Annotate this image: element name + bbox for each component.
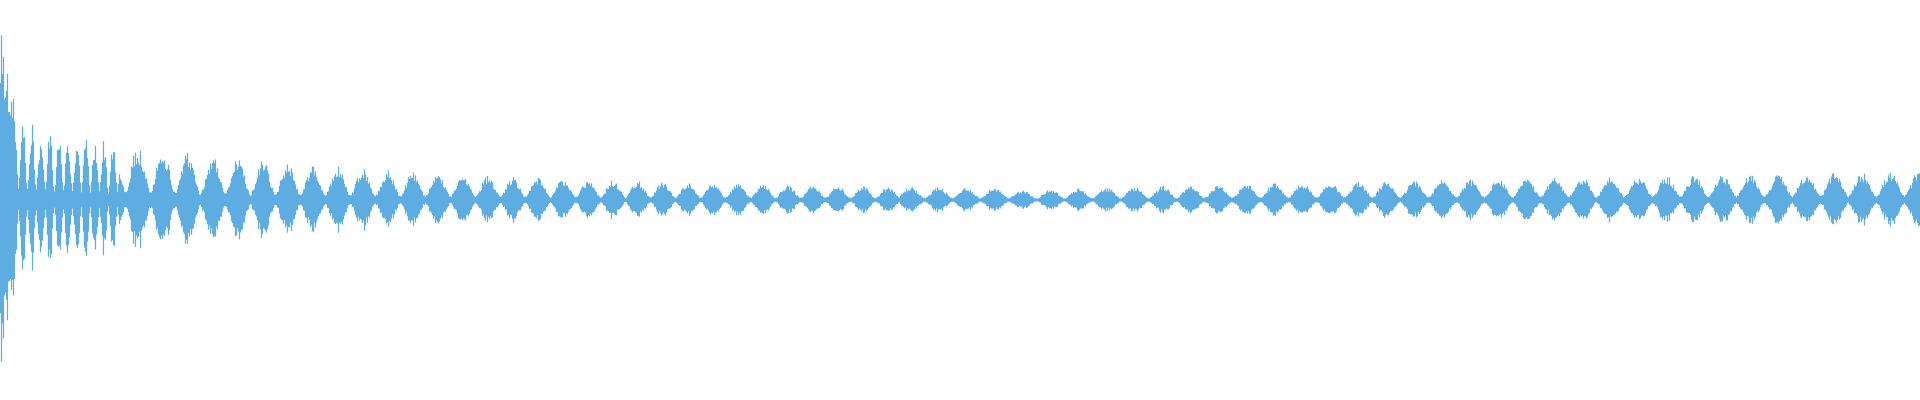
waveform-signal: [0, 35, 1920, 362]
waveform-path: [0, 35, 1920, 362]
